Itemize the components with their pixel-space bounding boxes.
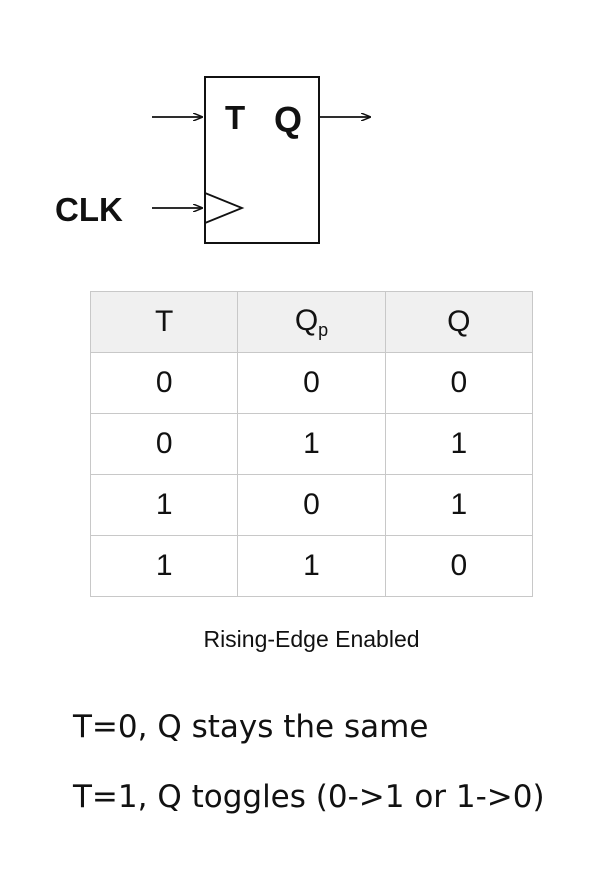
table-caption: Rising-Edge Enabled [203,626,420,652]
q-output-label: Q [274,99,302,140]
table-cell: 1 [384,413,534,475]
qp-base-letter: Q [294,303,319,337]
column-header-t: T [89,291,239,353]
table-cell: 0 [89,413,239,475]
column-header-q: Q [384,291,534,353]
note-t1: T=1, Q toggles (0->1 or 1->0) [73,779,545,815]
t-input-label: T [225,99,245,136]
truth-table: T Qp Q 0 0 0 0 1 1 1 0 1 1 1 0 [89,291,534,597]
table-cell: 0 [89,352,239,414]
table-cell: 1 [384,474,534,536]
column-header-qp: Qp [237,291,386,353]
table-cell: 0 [384,352,534,414]
table-row: 0 1 1 [89,413,534,475]
clock-edge-triangle-icon [204,192,245,224]
qp-subscript: p [318,319,329,340]
clk-label: CLK [55,191,123,228]
table-row: 1 0 1 [89,474,534,536]
table-cell: 0 [384,535,534,597]
table-cell: 1 [237,535,386,597]
table-cell: 1 [89,474,239,536]
table-cell: 1 [237,413,386,475]
t-flipflop-diagram: T Q CLK [55,76,598,244]
table-header-row: T Qp Q [89,291,534,353]
table-cell: 0 [237,352,386,414]
note-t0: T=0, Q stays the same [73,709,429,745]
table-row: 0 0 0 [89,352,534,414]
table-cell: 1 [89,535,239,597]
table-cell: 0 [237,474,386,536]
table-row: 1 1 0 [89,535,534,597]
